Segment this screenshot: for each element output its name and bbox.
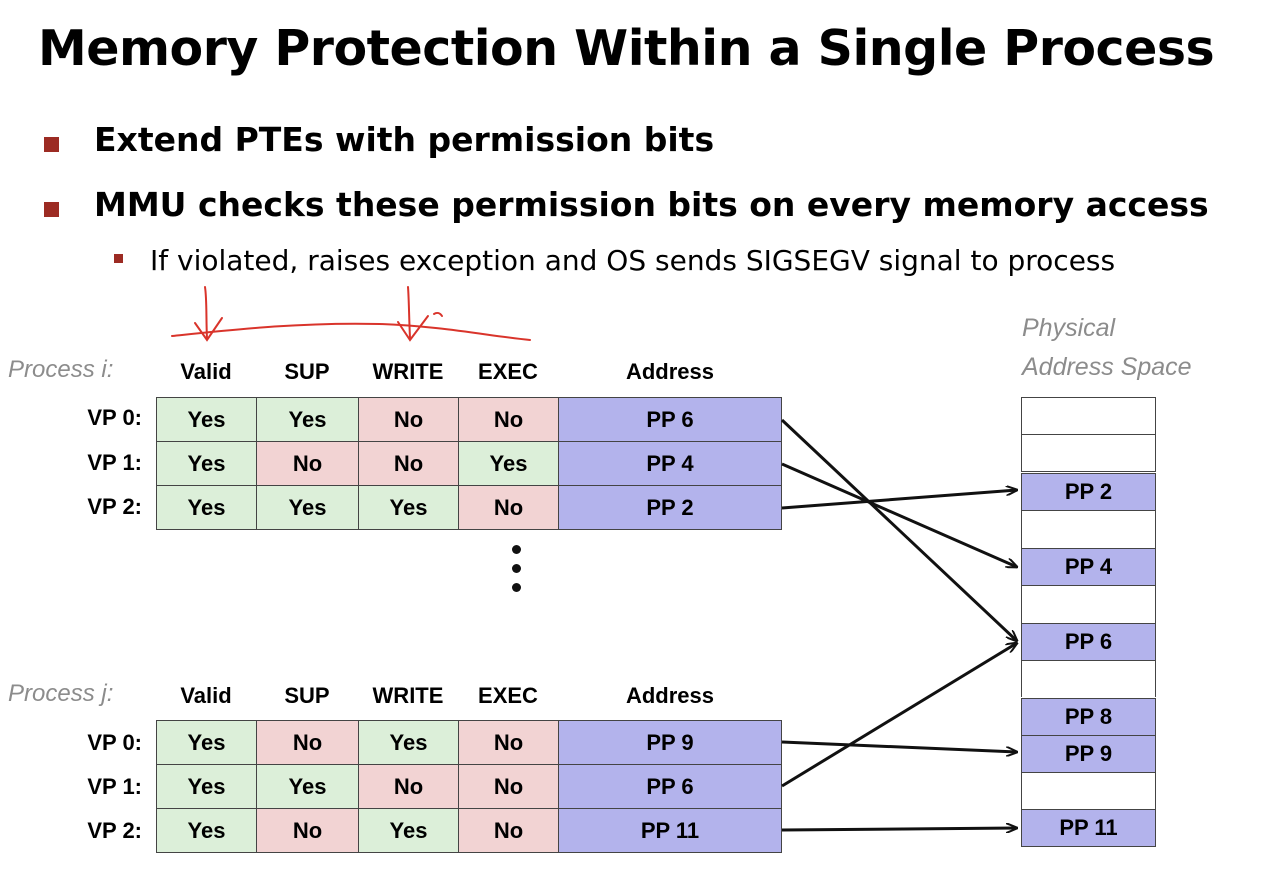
annotation-tick xyxy=(433,311,443,317)
pi-r1-valid: Yes xyxy=(156,441,257,486)
pi-r0-address: PP 6 xyxy=(558,397,782,442)
physical-block xyxy=(1021,510,1156,549)
physical-block-pp8: PP 8 xyxy=(1021,698,1156,736)
process-i-label: Process i: xyxy=(8,356,114,383)
pj-r0-write: Yes xyxy=(358,720,459,765)
bullet-2-text: MMU checks these permission bits on ever… xyxy=(94,185,1209,224)
pi-r0-valid: Yes xyxy=(156,397,257,442)
physical-block-pp6: PP 6 xyxy=(1021,623,1156,661)
col-header-write: WRITE xyxy=(372,683,444,708)
physical-block xyxy=(1021,397,1156,435)
process-i-vp2-label: VP 2: xyxy=(87,494,142,519)
pj-r0-valid: Yes xyxy=(156,720,257,765)
pj-r2-address: PP 11 xyxy=(558,808,782,853)
col-header-exec: EXEC xyxy=(478,683,538,708)
pi-r1-exec: Yes xyxy=(458,441,559,486)
pj-r2-sup: No xyxy=(256,808,359,853)
annotation-arrow-valid xyxy=(204,286,208,339)
slide-title: Memory Protection Within a Single Proces… xyxy=(38,20,1215,77)
bullet-square-icon xyxy=(44,202,59,217)
col-header-address: Address xyxy=(625,683,715,708)
pj-r2-valid: Yes xyxy=(156,808,257,853)
arrow-pj-vp1-to-pp6 xyxy=(781,643,1017,788)
sub-bullet-text: If violated, raises exception and OS sen… xyxy=(150,244,1116,277)
physical-block xyxy=(1021,660,1156,698)
pi-r2-write: Yes xyxy=(358,485,459,530)
pj-r2-exec: No xyxy=(458,808,559,853)
col-header-sup: SUP xyxy=(284,359,330,384)
physical-label-line1: Physical xyxy=(1022,314,1116,342)
pj-r0-address: PP 9 xyxy=(558,720,782,765)
physical-label-line2: Address Space xyxy=(1022,353,1192,381)
annotation-arrow-write xyxy=(407,286,411,339)
ellipsis-dot-icon xyxy=(512,564,521,573)
physical-block xyxy=(1021,585,1156,624)
col-header-valid: Valid xyxy=(180,359,232,384)
bullet-square-icon xyxy=(44,137,59,152)
pi-r2-exec: No xyxy=(458,485,559,530)
ellipsis-dot-icon xyxy=(512,583,521,592)
sub-bullet-square-icon xyxy=(114,254,123,263)
process-i-vp1-label: VP 1: xyxy=(87,450,142,475)
annotation-arrowhead-valid xyxy=(194,317,223,342)
process-j-vp2-label: VP 2: xyxy=(87,818,142,843)
handwritten-annotation xyxy=(171,286,531,342)
pi-r2-sup: Yes xyxy=(256,485,359,530)
annotation-underline xyxy=(171,322,531,341)
bullet-1-text: Extend PTEs with permission bits xyxy=(94,120,715,159)
arrow-pi-vp2-to-pp2 xyxy=(781,490,1017,510)
col-header-exec: EXEC xyxy=(478,359,538,384)
annotation-arrowhead-write xyxy=(397,315,429,342)
pi-r1-write: No xyxy=(358,441,459,486)
pj-r0-sup: No xyxy=(256,720,359,765)
process-j-label: Process j: xyxy=(8,680,114,707)
col-header-sup: SUP xyxy=(284,683,330,708)
pi-r1-sup: No xyxy=(256,441,359,486)
arrow-pj-vp2-to-pp11 xyxy=(781,828,1017,830)
physical-block-pp11: PP 11 xyxy=(1021,809,1156,847)
arrow-pi-vp1-to-pp4 xyxy=(781,462,1017,567)
process-j-vp1-label: VP 1: xyxy=(87,774,142,799)
arrow-pj-vp0-to-pp9 xyxy=(781,740,1017,752)
arrow-pi-vp0-to-pp6 xyxy=(780,418,1017,641)
col-header-valid: Valid xyxy=(180,683,232,708)
pi-r2-address: PP 2 xyxy=(558,485,782,530)
pj-r1-exec: No xyxy=(458,764,559,809)
pj-r1-valid: Yes xyxy=(156,764,257,809)
physical-block xyxy=(1021,434,1156,472)
col-header-write: WRITE xyxy=(372,359,444,384)
physical-block-pp9: PP 9 xyxy=(1021,735,1156,773)
physical-block-pp4: PP 4 xyxy=(1021,548,1156,586)
physical-block-pp2: PP 2 xyxy=(1021,473,1156,511)
process-j-vp0-label: VP 0: xyxy=(87,730,142,755)
ellipsis-dot-icon xyxy=(512,545,521,554)
process-i-vp0-label: VP 0: xyxy=(87,405,142,430)
col-header-address: Address xyxy=(625,359,715,384)
pi-r0-sup: Yes xyxy=(256,397,359,442)
